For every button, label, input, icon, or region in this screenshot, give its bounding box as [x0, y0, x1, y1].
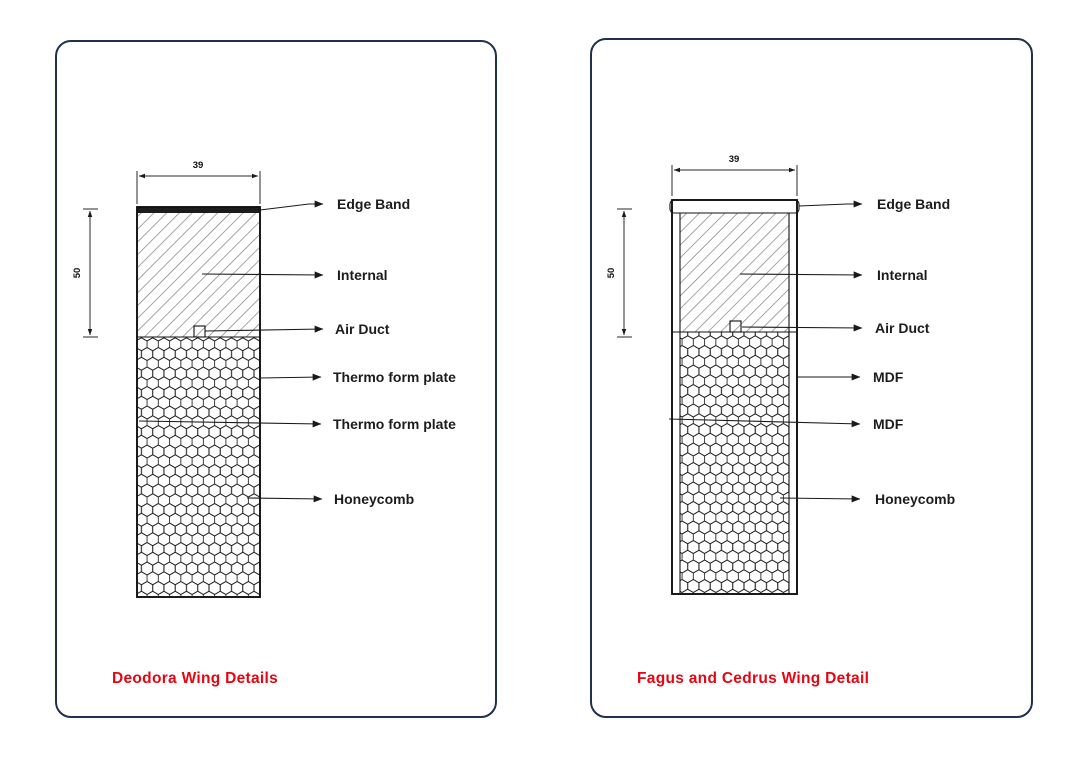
height-dimension-value: 50: [72, 268, 83, 279]
wing-section: [136, 206, 261, 598]
internal-hatch-region: [680, 213, 789, 332]
air-duct-leader: [741, 324, 863, 332]
plate-bottom-label: Thermo form plate: [333, 416, 456, 432]
deodora-title: Deodora Wing Details: [112, 670, 279, 687]
honeycomb-region: [680, 332, 789, 594]
air-duct-square: [193, 325, 206, 338]
honeycomb-region: [137, 337, 260, 597]
internal-hatch-region: [137, 213, 260, 337]
callouts: Edge Band Internal Air Duct Thermo form …: [138, 196, 456, 507]
edge-band-strip: [137, 207, 260, 213]
plate-top-label: MDF: [873, 369, 904, 385]
deodora-panel: 39 50 Edge Band Internal Air Duct: [55, 40, 497, 718]
callouts: Edge Band Internal Air Duct MDF MDF Hone…: [668, 196, 955, 507]
plate-bottom-leader: [138, 420, 322, 428]
plate-top-label: Thermo form plate: [333, 369, 456, 385]
plate-bottom-label: MDF: [873, 416, 904, 432]
fagus-cedrus-panel: 39 50 Edge Band Internal: [590, 38, 1033, 718]
plate-top-leader: [259, 373, 322, 381]
edge-band-leader: [259, 200, 324, 211]
wing-section: [669, 199, 800, 595]
height-dimension: 50: [72, 208, 98, 338]
height-dimension: 50: [606, 208, 632, 338]
width-dimension-value: 39: [193, 160, 204, 171]
honeycomb-label: Honeycomb: [875, 491, 955, 507]
edge-band-cap: [669, 199, 800, 214]
height-dimension-value: 50: [606, 268, 617, 279]
fagus-cedrus-diagram: 39 50 Edge Band Internal: [606, 154, 955, 595]
edge-band-label: Edge Band: [877, 196, 950, 212]
width-dimension: 39: [671, 154, 798, 196]
air-duct-label: Air Duct: [875, 320, 930, 336]
honeycomb-leader: [246, 495, 323, 503]
honeycomb-leader: [779, 495, 861, 503]
internal-leader: [739, 271, 863, 279]
internal-label: Internal: [877, 267, 928, 283]
deodora-diagram: 39 50 Edge Band Internal Air Duct: [72, 160, 456, 598]
air-duct-label: Air Duct: [335, 321, 390, 337]
plate-bottom-leader: [668, 418, 861, 428]
width-dimension: 39: [136, 160, 261, 204]
internal-leader: [201, 271, 324, 279]
edge-band-label: Edge Band: [337, 196, 410, 212]
air-duct-leader: [204, 325, 324, 333]
internal-label: Internal: [337, 267, 388, 283]
edge-band-leader: [798, 200, 863, 208]
width-dimension-value: 39: [729, 154, 740, 165]
honeycomb-label: Honeycomb: [334, 491, 414, 507]
fagus-cedrus-title: Fagus and Cedrus Wing Detail: [637, 670, 870, 687]
air-duct-square: [729, 320, 742, 333]
